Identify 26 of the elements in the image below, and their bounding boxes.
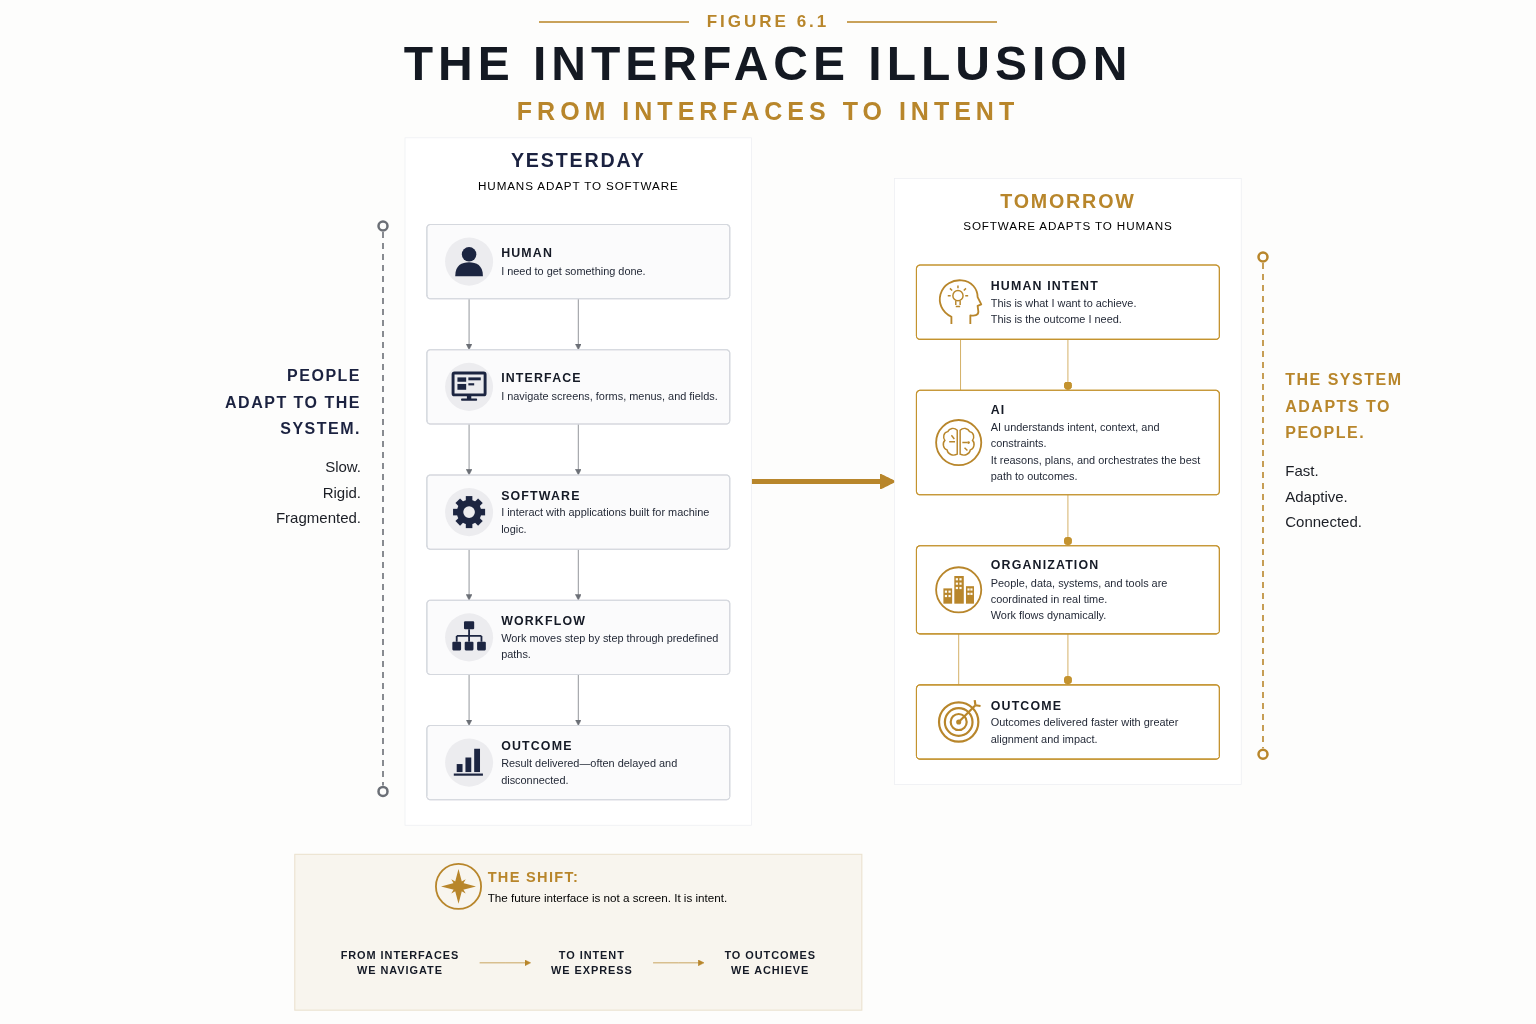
side-note: Adaptive.	[1285, 486, 1349, 507]
step-card: AI AI understands intent, context, and constraints. It reasons, plans, and orchestrates the best path to outcomes.	[915, 389, 1220, 496]
side-note: Slow.	[324, 457, 361, 478]
step-card: WORKFLOW Work moves step by step through predefined paths.	[426, 599, 731, 676]
side-heading: PEOPLE ADAPT TO THE SYSTEM.	[224, 366, 361, 439]
step-card: ORGANIZATION People, data, systems, and tools are coordinated in real time. Work flows dynamically.	[915, 545, 1220, 635]
step-card: HUMAN I need to get something done.	[426, 223, 731, 300]
side-note: Fast.	[1285, 461, 1320, 482]
figure-number: FIGURE 6.1	[706, 12, 830, 32]
step-card: OUTCOME Outcomes delivered faster with greater alignment and impact.	[915, 684, 1220, 760]
side-heading: THE SYSTEM ADAPTS TO PEOPLE.	[1285, 370, 1404, 443]
step-card: INTERFACE I navigate screens, forms, menus, and fields.	[426, 349, 731, 425]
step-card: HUMAN INTENT This is what I want to achieve. This is the outcome I need.	[915, 264, 1220, 340]
step-text: TO INTENT WE EXPRESS	[551, 949, 633, 977]
subtitle: FROM INTERFACES TO INTENT	[516, 96, 1020, 126]
step-text: FROM INTERFACES WE NAVIGATE	[340, 949, 460, 977]
side-note: Fragmented.	[274, 508, 361, 529]
figure-title: THE INTERFACE ILLUSION	[403, 38, 1133, 91]
step-card: OUTCOME Result delivered—often delayed and disconnected.	[426, 724, 731, 801]
connector-line	[960, 339, 961, 391]
connector-line	[958, 633, 960, 686]
block-arrow	[751, 473, 896, 490]
step-text: TO OUTCOMES WE ACHIEVE	[724, 949, 816, 977]
step-card: SOFTWARE I interact with applications built for machine logic.	[426, 474, 731, 550]
side-note: Rigid.	[321, 482, 361, 503]
side-note: Connected.	[1285, 512, 1363, 533]
